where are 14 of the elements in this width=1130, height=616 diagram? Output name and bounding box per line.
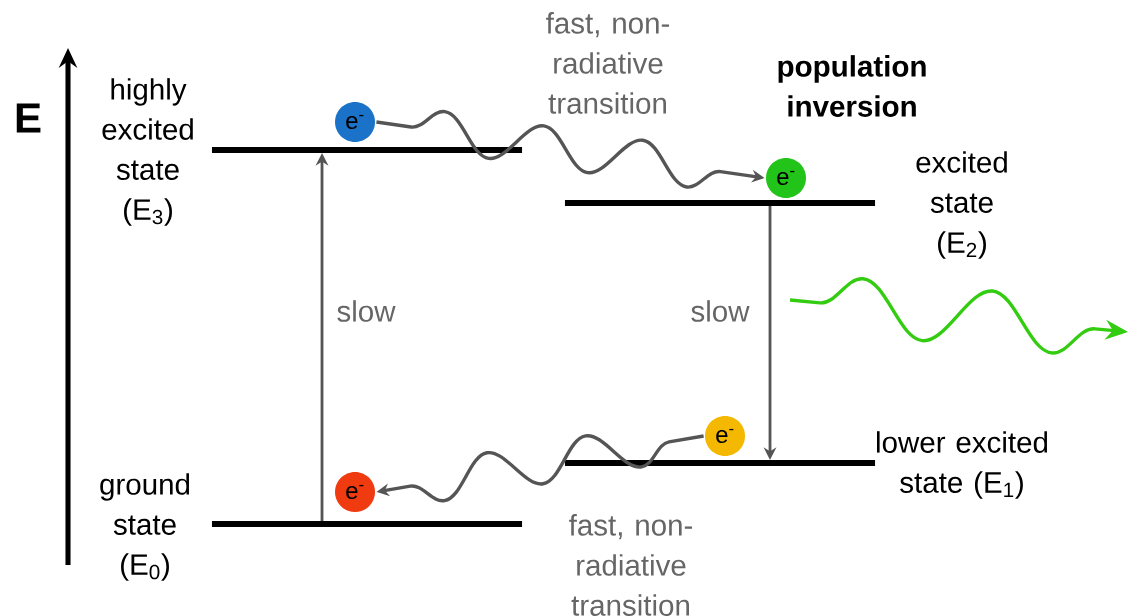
- energy-level-bar: [211, 147, 523, 153]
- energy-level-bar: [211, 521, 523, 527]
- axis-label: E: [16, 103, 41, 133]
- energy-level-bar: [564, 200, 876, 206]
- heading: population inversion: [778, 55, 926, 117]
- edge-label: fast, non-radiative transition: [516, 10, 700, 116]
- edge-label: slow: [683, 298, 757, 324]
- edge-label: fast, non-radiative transition: [539, 512, 723, 616]
- energy-level-bar: [564, 460, 876, 466]
- level-label: lower excited state (E$_{1}$): [877, 431, 1048, 499]
- edge-label: slow: [329, 298, 403, 324]
- level-label: excited state (E$_{2}$): [916, 151, 1007, 259]
- level-label: highly excited state (E$_{3}$): [102, 78, 193, 226]
- level-label: ground state (E$_{0}$): [100, 473, 190, 581]
